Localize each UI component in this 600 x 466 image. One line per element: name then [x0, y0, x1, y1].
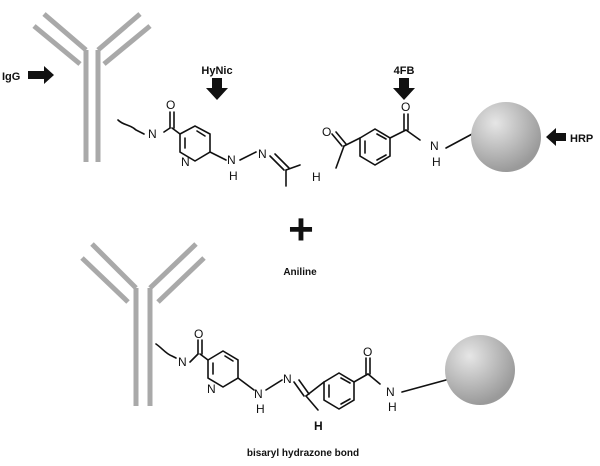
hrp-sphere-icon: [471, 102, 541, 172]
atom-o: O: [322, 125, 331, 139]
atom-n: N: [227, 153, 236, 167]
atom-n: N: [254, 387, 263, 401]
hynic-arrow-icon: [206, 78, 228, 100]
igg-antibody-icon: [32, 12, 152, 162]
4fb-arrow-icon: [393, 78, 415, 100]
hrp-label: HRP: [570, 133, 593, 145]
atom-n: N: [181, 155, 190, 169]
atom-h: H: [314, 419, 323, 433]
atom-n: N: [386, 385, 395, 399]
atom-h: H: [388, 400, 397, 414]
atom-n: N: [430, 139, 439, 153]
atom-o: O: [194, 327, 203, 341]
atom-h: H: [256, 402, 265, 416]
atom-o: O: [166, 98, 175, 112]
atom-n: N: [258, 147, 267, 161]
atom-o: O: [401, 100, 410, 114]
hynic-linker: [117, 111, 301, 187]
atom-h: H: [432, 155, 441, 169]
atom-n: N: [148, 127, 157, 141]
hynic-label: HyNic: [201, 65, 232, 77]
atom-o: O: [363, 345, 372, 359]
bond-caption: bisaryl hydrazone bond: [247, 448, 359, 459]
atom-n: N: [283, 372, 292, 386]
atom-n: N: [207, 382, 216, 396]
4fb-linker: [331, 113, 475, 169]
aniline-label: Aniline: [283, 267, 317, 278]
4fb-label: 4FB: [394, 65, 415, 77]
igg-label: IgG: [2, 71, 20, 83]
plus-sign: +: [288, 205, 314, 254]
igg-antibody-icon: [80, 242, 206, 406]
igg-arrow-icon: [28, 66, 54, 84]
atom-n: N: [178, 355, 187, 369]
hrp-sphere-icon: [445, 335, 515, 405]
hrp-arrow-icon: [546, 128, 566, 146]
atom-h: H: [312, 170, 321, 184]
atom-h: H: [229, 169, 238, 183]
conjugate-linker: [155, 339, 447, 411]
